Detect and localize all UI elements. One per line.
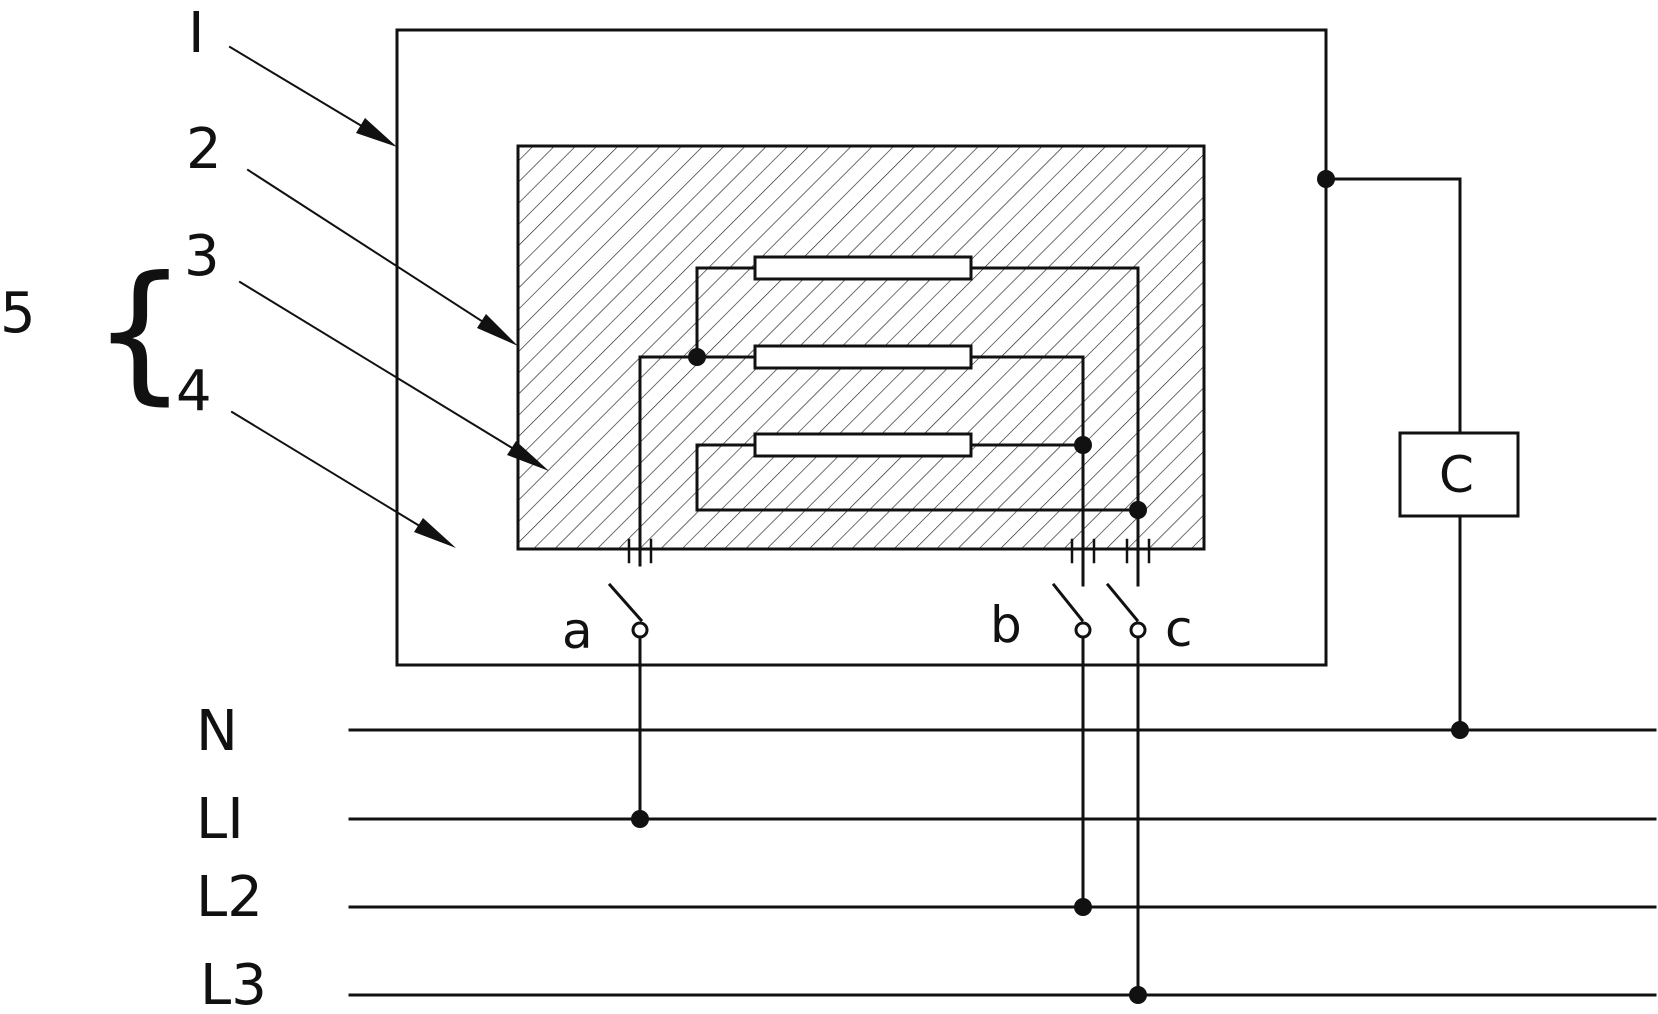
component-c-box — [1398, 431, 1520, 518]
arrowhead-3 — [507, 441, 549, 471]
switch-c-blade — [1105, 582, 1140, 623]
outer-housing — [395, 28, 1328, 667]
junction-c-n — [1451, 721, 1469, 739]
wire-housing-to-c — [1324, 177, 1462, 435]
feedthrough-a — [627, 538, 653, 564]
switch-label-a: a — [562, 602, 593, 660]
line-label-l3: L3 — [200, 953, 267, 1014]
switch-a-contact — [631, 621, 649, 639]
feedthrough-b — [1070, 538, 1096, 564]
wire-mid-left — [638, 355, 757, 567]
leader-3 — [238, 280, 542, 467]
switch-label-c: c — [1165, 600, 1193, 658]
resistor-middle — [753, 344, 973, 370]
switch-label-b: b — [990, 596, 1022, 654]
switch-b-contact — [1074, 621, 1092, 639]
wire-top-right — [969, 266, 1140, 512]
line-label-n: N — [196, 699, 238, 764]
callout-label-2: 2 — [186, 117, 222, 182]
switch-a-blade — [607, 582, 644, 623]
switch-b-blade — [1051, 582, 1085, 623]
wire-bottom-loop — [695, 443, 1140, 512]
wire-top-loop — [695, 266, 757, 359]
callout-label-4: 4 — [176, 359, 212, 424]
callout-label-3: 3 — [184, 224, 220, 289]
brace-symbol: { — [92, 245, 187, 419]
leader-2 — [246, 168, 510, 340]
switch-c-contact — [1129, 621, 1147, 639]
resistor-top — [753, 255, 973, 281]
junction-c-l3 — [1129, 986, 1147, 1004]
junction-top-mid — [688, 348, 706, 366]
junction-housing — [1317, 170, 1335, 188]
junction-b-l2 — [1074, 898, 1092, 916]
callout-label-1: I — [188, 1, 205, 66]
arrowhead-2 — [477, 314, 518, 346]
leader-4 — [230, 410, 448, 544]
junction-mid-bottom — [1074, 436, 1092, 454]
hatched-core — [516, 144, 1206, 551]
line-label-l2: L2 — [196, 865, 263, 930]
callout-label-5: 5 — [0, 281, 36, 346]
leader-1 — [228, 45, 387, 142]
junction-a-l1 — [631, 810, 649, 828]
feedthrough-c — [1125, 538, 1151, 564]
component-c-label: C — [1439, 446, 1474, 504]
wire-mid-right — [969, 355, 1085, 447]
resistor-bottom — [753, 432, 973, 458]
line-label-l1: LI — [196, 787, 244, 852]
junction-bottom-right — [1129, 501, 1147, 519]
arrowhead-4 — [414, 518, 456, 548]
arrowhead-1 — [356, 118, 397, 147]
